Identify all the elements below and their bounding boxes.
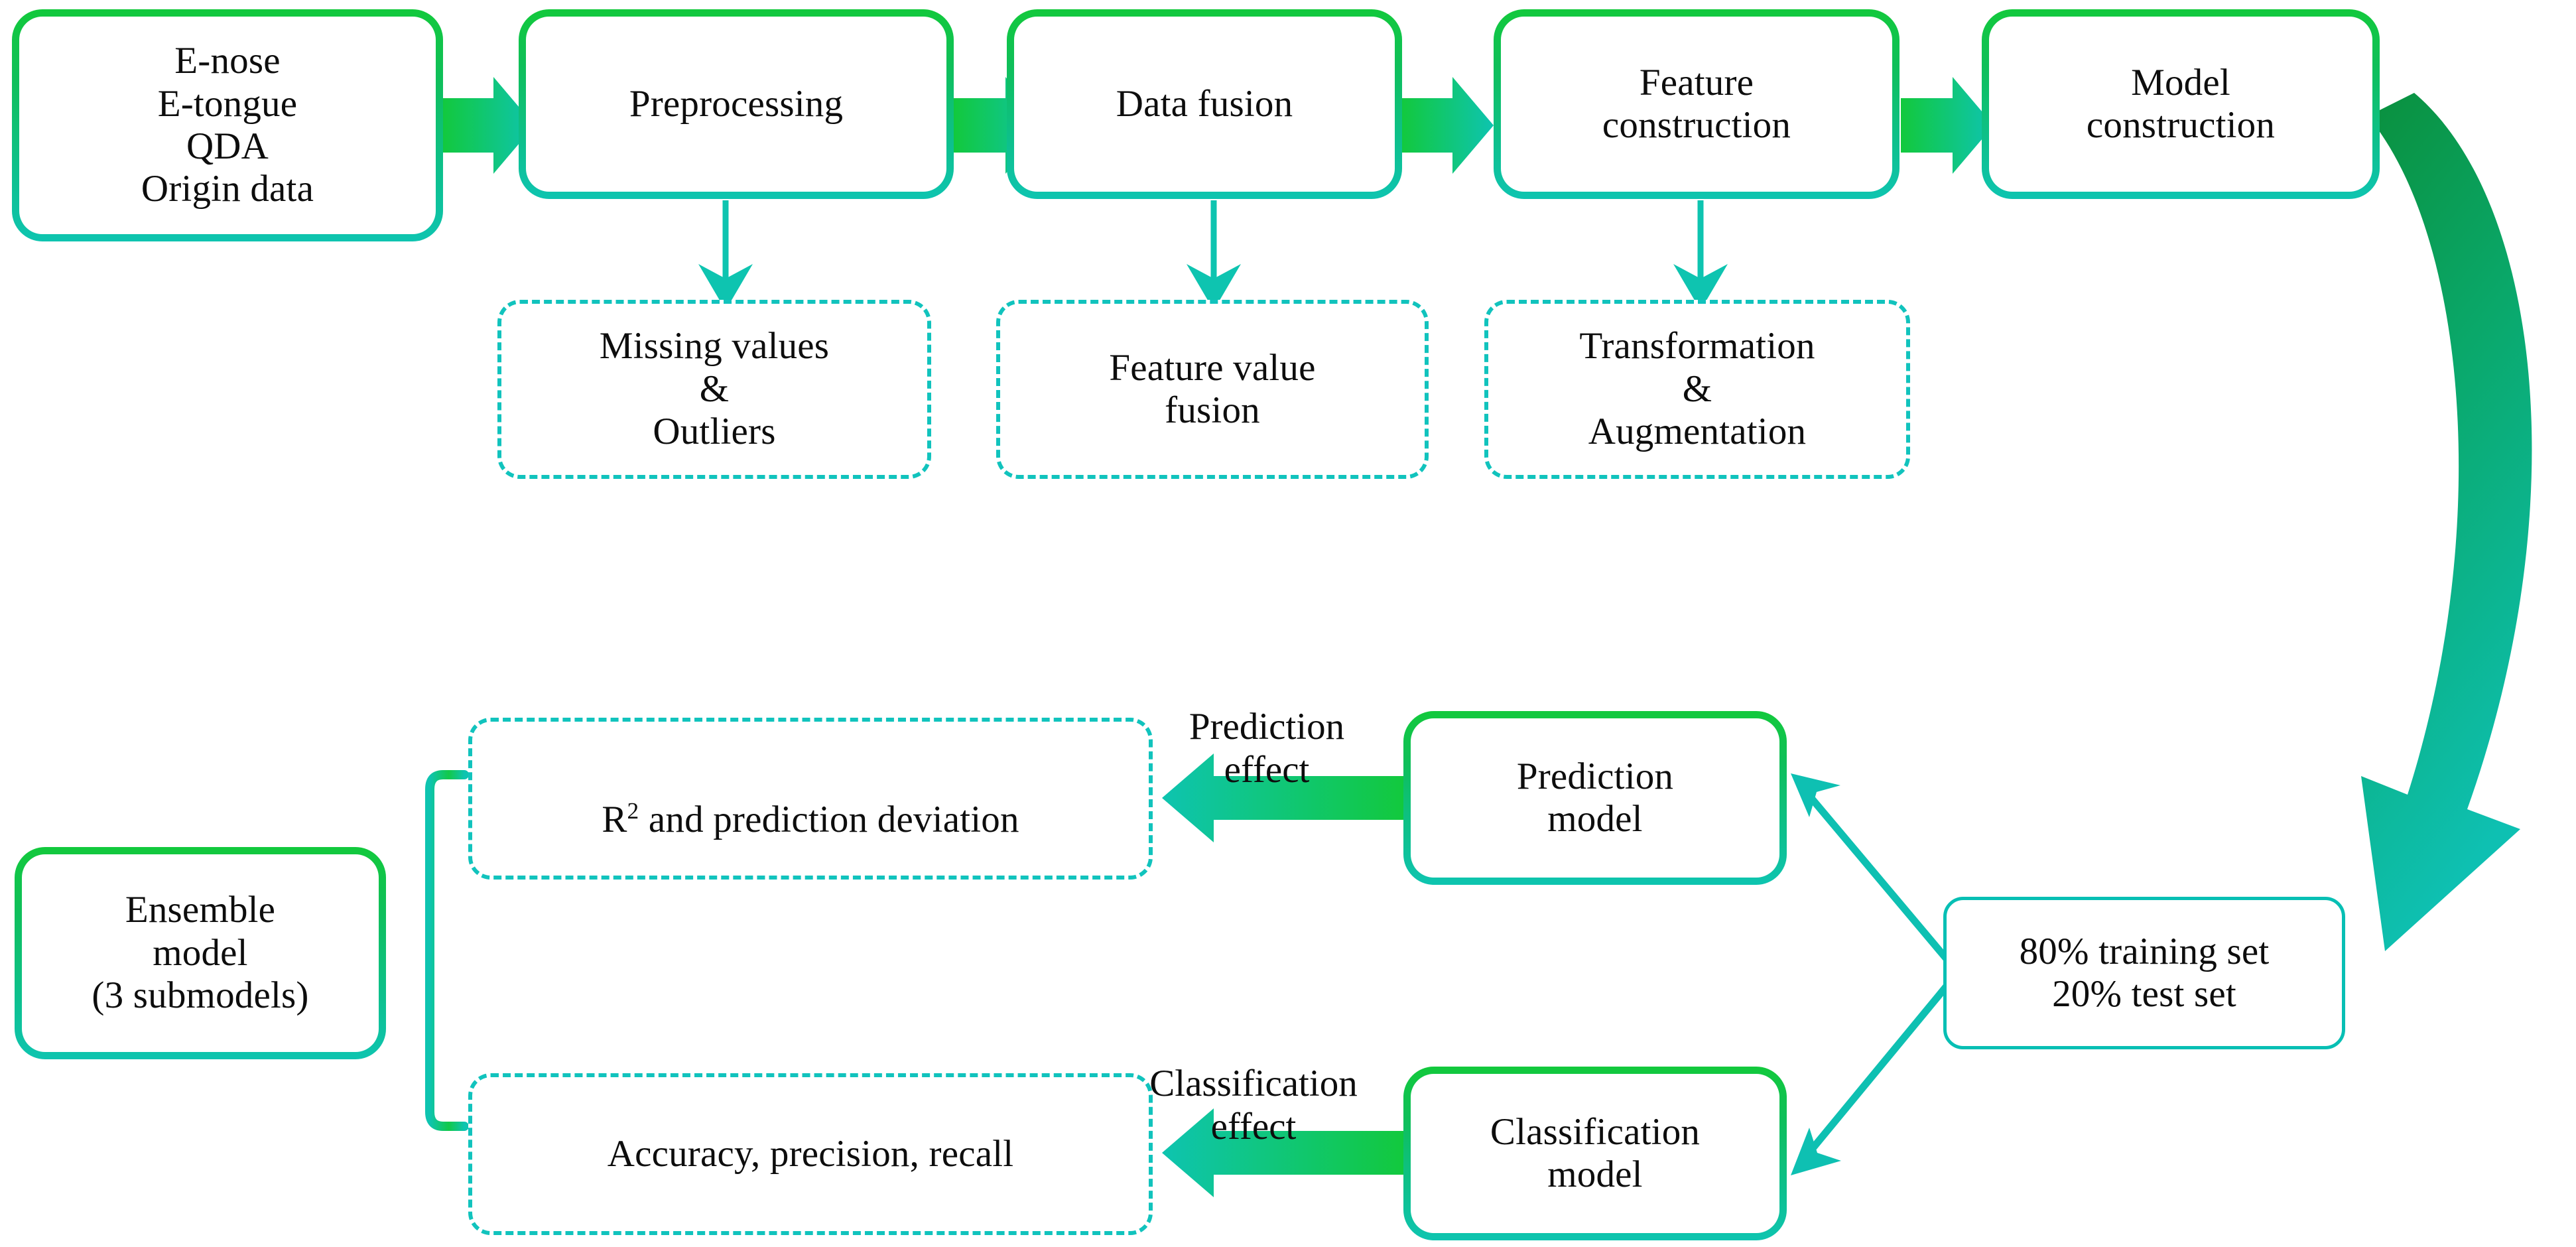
split-to-models-connectors [1807, 793, 1962, 1155]
node-classification-metrics[interactable]: Accuracy, precision, recall [468, 1073, 1153, 1235]
node-ensemble-model[interactable]: Ensemble model (3 submodels) [15, 847, 386, 1059]
node-data-fusion[interactable]: Data fusion [1007, 9, 1402, 199]
node-feature-value-fusion[interactable]: Feature value fusion [996, 300, 1429, 479]
split-to-models-arrowheads [1791, 773, 1841, 1175]
model-to-split-curved-arrow [2361, 93, 2532, 951]
node-feature-construction-label: Feature construction [1602, 61, 1791, 146]
node-preprocessing-label: Preprocessing [629, 82, 844, 125]
node-data-split[interactable]: 80% training set 20% test set [1943, 897, 2345, 1049]
node-classification-model[interactable]: Classification model [1403, 1067, 1787, 1240]
node-prediction-model-label: Prediction model [1516, 755, 1674, 840]
edge-label-prediction-effect-text: Prediction effect [1189, 706, 1345, 791]
node-origin-data[interactable]: E-nose E-tongue QDA Origin data [12, 9, 443, 241]
node-feature-construction[interactable]: Feature construction [1494, 9, 1900, 199]
node-transformation-augmentation-label: Transformation & Augmentation [1579, 325, 1815, 453]
edge-label-prediction-effect: Prediction effect [1127, 663, 1406, 791]
node-prediction-metrics-label: R2 and prediction deviation [602, 756, 1019, 842]
node-origin-data-label: E-nose E-tongue QDA Origin data [141, 40, 314, 210]
edge-label-classification-effect: Classification effect [1094, 1020, 1413, 1148]
edge-label-classification-effect-text: Classification effect [1149, 1063, 1358, 1148]
prediction-metrics-superscript: 2 [627, 798, 639, 824]
node-preprocessing[interactable]: Preprocessing [519, 9, 954, 199]
node-model-construction[interactable]: Model construction [1982, 9, 2380, 199]
node-transformation-augmentation[interactable]: Transformation & Augmentation [1484, 300, 1910, 479]
node-classification-model-label: Classification model [1490, 1110, 1701, 1195]
ensemble-bracket [383, 770, 469, 1131]
prediction-metrics-suffix: and prediction deviation [639, 799, 1019, 840]
node-prediction-model[interactable]: Prediction model [1403, 711, 1787, 885]
prediction-metrics-prefix: R [602, 799, 627, 840]
node-classification-metrics-label: Accuracy, precision, recall [607, 1132, 1014, 1175]
node-data-split-label: 80% training set 20% test set [2019, 930, 2270, 1015]
detail-down-arrows [722, 200, 1704, 285]
node-model-construction-label: Model construction [2086, 61, 2276, 146]
node-feature-value-fusion-label: Feature value fusion [1109, 346, 1316, 431]
node-prediction-metrics[interactable]: R2 and prediction deviation [468, 718, 1153, 880]
node-missing-outliers-label: Missing values & Outliers [599, 325, 830, 453]
node-missing-outliers[interactable]: Missing values & Outliers [497, 300, 931, 479]
node-ensemble-model-label: Ensemble model (3 submodels) [92, 889, 309, 1017]
node-data-fusion-label: Data fusion [1116, 82, 1293, 125]
